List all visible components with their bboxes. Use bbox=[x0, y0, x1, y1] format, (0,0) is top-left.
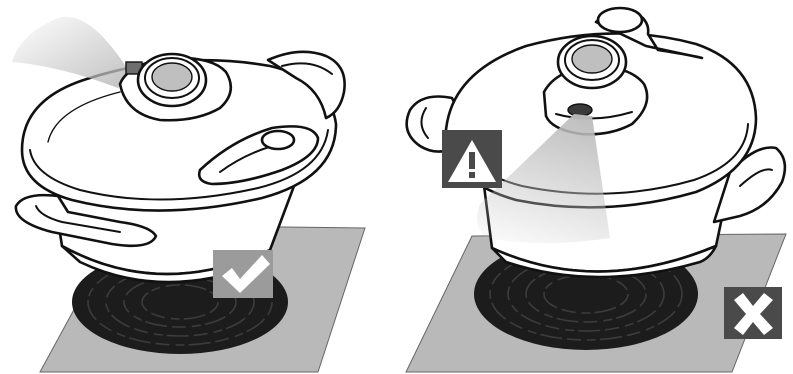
side-handle-left bbox=[14, 193, 158, 248]
check-badge bbox=[213, 250, 273, 298]
steam-plume bbox=[12, 16, 132, 88]
side-handle-right bbox=[712, 146, 787, 224]
panel-incorrect-use bbox=[396, 0, 793, 374]
lock-button bbox=[260, 129, 296, 151]
valve-vent bbox=[567, 103, 593, 117]
steam-plume bbox=[477, 114, 610, 243]
warning-badge bbox=[442, 130, 502, 188]
panel-correct-use bbox=[0, 0, 396, 374]
cross-badge bbox=[724, 287, 782, 339]
pressure-cooker-diagram-incorrect bbox=[405, 6, 787, 373]
pressure-cooker-diagram-correct bbox=[12, 16, 366, 373]
check-icon bbox=[222, 255, 270, 293]
cross-icon bbox=[734, 293, 773, 335]
